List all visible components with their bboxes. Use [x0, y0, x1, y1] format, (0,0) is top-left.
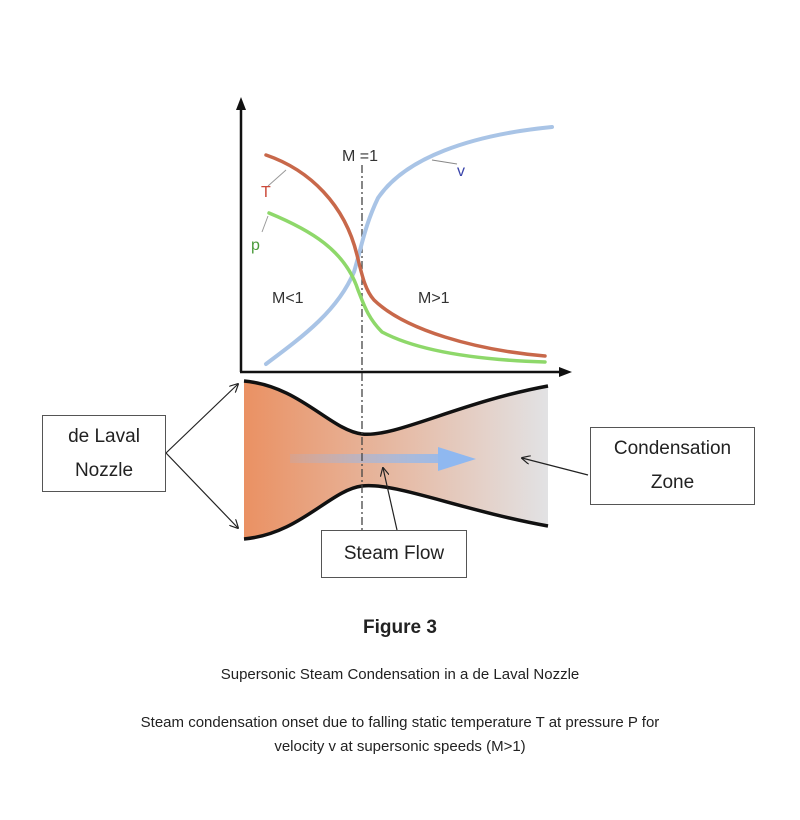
pressure-curve — [267, 211, 547, 364]
velocity-leader — [431, 159, 458, 165]
supersonic-label: M>1 — [418, 290, 450, 307]
nozzle-diagram: M =1 M<1 M>1 T p v — [165, 97, 589, 541]
figure-description: Steam condensation onset due to falling … — [0, 711, 800, 759]
pressure-label: p — [251, 237, 260, 254]
pressure-leader — [261, 215, 269, 233]
mach-one-label: M =1 — [342, 148, 378, 165]
figure-title: Figure 3 — [363, 617, 437, 638]
nozzle-callout-line2: Nozzle — [74, 459, 134, 481]
steam-flow-callout-text: Steam Flow — [343, 543, 445, 564]
subsonic-label: M<1 — [272, 290, 304, 307]
steam-flow-callout: Steam Flow — [321, 530, 467, 578]
x-axis-arrow — [559, 367, 572, 377]
steam-flow-pointer — [383, 468, 398, 531]
nozzle-pointer-lower — [165, 452, 238, 528]
figure-description-line1: Steam condensation onset due to falling … — [140, 714, 660, 731]
velocity-label: v — [457, 163, 465, 180]
de-laval-nozzle-callout: de Laval Nozzle — [42, 415, 166, 492]
velocity-curve — [264, 125, 554, 366]
condensation-pointer — [522, 458, 589, 476]
nozzle-callout-line1: de Laval — [68, 425, 140, 447]
nozzle-pointer-upper — [165, 384, 238, 454]
temperature-leader — [267, 169, 287, 187]
flow-arrow — [290, 447, 476, 471]
temperature-curve — [264, 153, 547, 358]
condensation-callout-line1: Condensation — [613, 438, 732, 459]
chart-axes — [236, 97, 572, 377]
nozzle-upper-wall — [243, 379, 549, 437]
temperature-label: T — [261, 184, 271, 201]
y-axis-arrow — [236, 97, 246, 110]
condensation-zone-callout: Condensation Zone — [590, 427, 755, 505]
figure-subtitle: Supersonic Steam Condensation in a de La… — [220, 666, 580, 683]
condensation-callout-line2: Zone — [650, 472, 695, 493]
figure-description-line2: velocity v at supersonic speeds (M>1) — [274, 738, 526, 755]
